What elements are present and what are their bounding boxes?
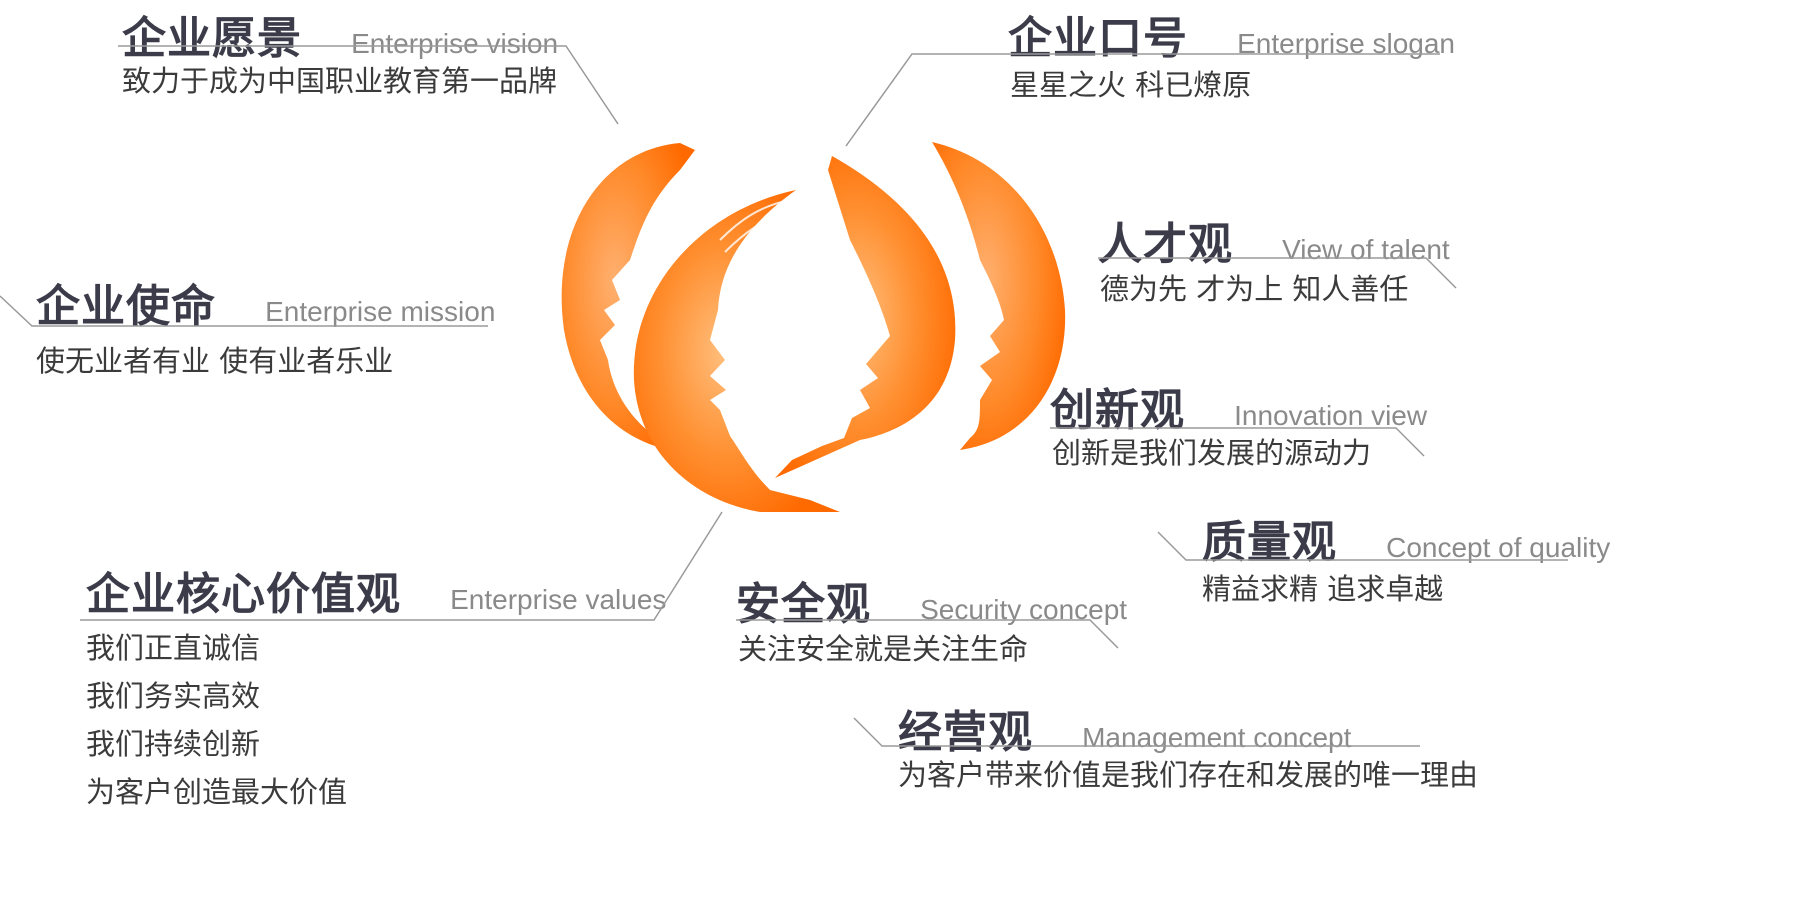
mission-leader-line bbox=[0, 295, 488, 327]
values-list: 我们正直诚信 我们务实高效 我们持续创新 为客户创造最大价值 bbox=[86, 624, 347, 816]
management-text: 为客户带来价值是我们存在和发展的唯一理由 bbox=[898, 758, 1479, 792]
mission-text: 使无业者有业 使有业者乐业 bbox=[36, 344, 394, 378]
left-face-silhouette bbox=[561, 143, 695, 450]
talent-leader-line bbox=[1098, 257, 1457, 289]
quality-leader-line bbox=[1157, 531, 1568, 561]
values-subtitle: Enterprise values bbox=[450, 584, 667, 615]
vision-block: 企业愿景 Enterprise vision 致力于成为中国职业教育第一品牌 bbox=[118, 0, 619, 130]
innovation-block: 创新观 Innovation view 创新是我们发展的源动力 bbox=[1050, 374, 1440, 474]
right-face-silhouette bbox=[932, 142, 1066, 450]
quality-text: 精益求精 追求卓越 bbox=[1202, 572, 1444, 606]
values-title: 企业核心价值观 bbox=[86, 569, 401, 620]
slogan-block: 企业口号 Enterprise slogan 星星之火 科已燎原 bbox=[840, 0, 1490, 150]
talent-text: 德为先 才为上 知人善任 bbox=[1100, 272, 1409, 306]
security-block: 安全观 Security concept 关注安全就是关注生命 bbox=[736, 568, 1136, 668]
values-item: 我们持续创新 bbox=[86, 727, 261, 761]
mission-block: 企业使命 Enterprise mission 使无业者有业 使有业者乐业 bbox=[0, 270, 520, 380]
management-subtitle: Management concept bbox=[1082, 722, 1352, 753]
slogan-text: 星星之火 科已燎原 bbox=[1010, 68, 1252, 102]
slogan-leader-line bbox=[845, 53, 1440, 147]
values-item: 为客户创造最大价值 bbox=[86, 775, 348, 809]
mission-subtitle: Enterprise mission bbox=[265, 296, 496, 327]
slogan-title: 企业口号 bbox=[1008, 13, 1188, 64]
vision-subtitle: Enterprise vision bbox=[351, 28, 559, 59]
innovation-subtitle: Innovation view bbox=[1234, 400, 1428, 431]
values-item: 我们正直诚信 bbox=[86, 631, 261, 665]
innovation-text: 创新是我们发展的源动力 bbox=[1052, 436, 1372, 470]
vision-leader-line bbox=[118, 45, 619, 125]
values-leader-line bbox=[80, 511, 723, 621]
security-text: 关注安全就是关注生命 bbox=[738, 632, 1029, 666]
vision-text: 致力于成为中国职业教育第一品牌 bbox=[122, 64, 558, 98]
management-leader-line bbox=[853, 717, 1420, 747]
talent-subtitle: View of talent bbox=[1282, 234, 1450, 265]
three-faces-silhouette-logo bbox=[561, 142, 1066, 512]
talent-title: 人才观 bbox=[1098, 219, 1233, 270]
management-title: 经营观 bbox=[898, 707, 1033, 758]
center-face-silhouette bbox=[633, 190, 840, 512]
innovation-leader-line bbox=[1050, 427, 1425, 457]
vision-title: 企业愿景 bbox=[122, 13, 302, 64]
security-leader-line bbox=[736, 619, 1119, 649]
hair-strokes bbox=[699, 144, 793, 253]
center-face-profile bbox=[775, 156, 956, 478]
talent-block: 人才观 View of talent 德为先 才为上 知人善任 bbox=[1098, 208, 1478, 308]
quality-block: 质量观 Concept of quality 精益求精 追求卓越 bbox=[1156, 506, 1610, 606]
values-block: 企业核心价值观 Enterprise values 我们正直诚信 我们务实高效 … bbox=[80, 510, 730, 809]
mission-title: 企业使命 bbox=[36, 281, 216, 332]
values-item: 我们务实高效 bbox=[86, 679, 261, 713]
security-title: 安全观 bbox=[736, 579, 871, 630]
quality-subtitle: Concept of quality bbox=[1386, 532, 1611, 563]
management-block: 经营观 Management concept 为客户带来价值是我们存在和发展的唯… bbox=[852, 696, 1478, 796]
